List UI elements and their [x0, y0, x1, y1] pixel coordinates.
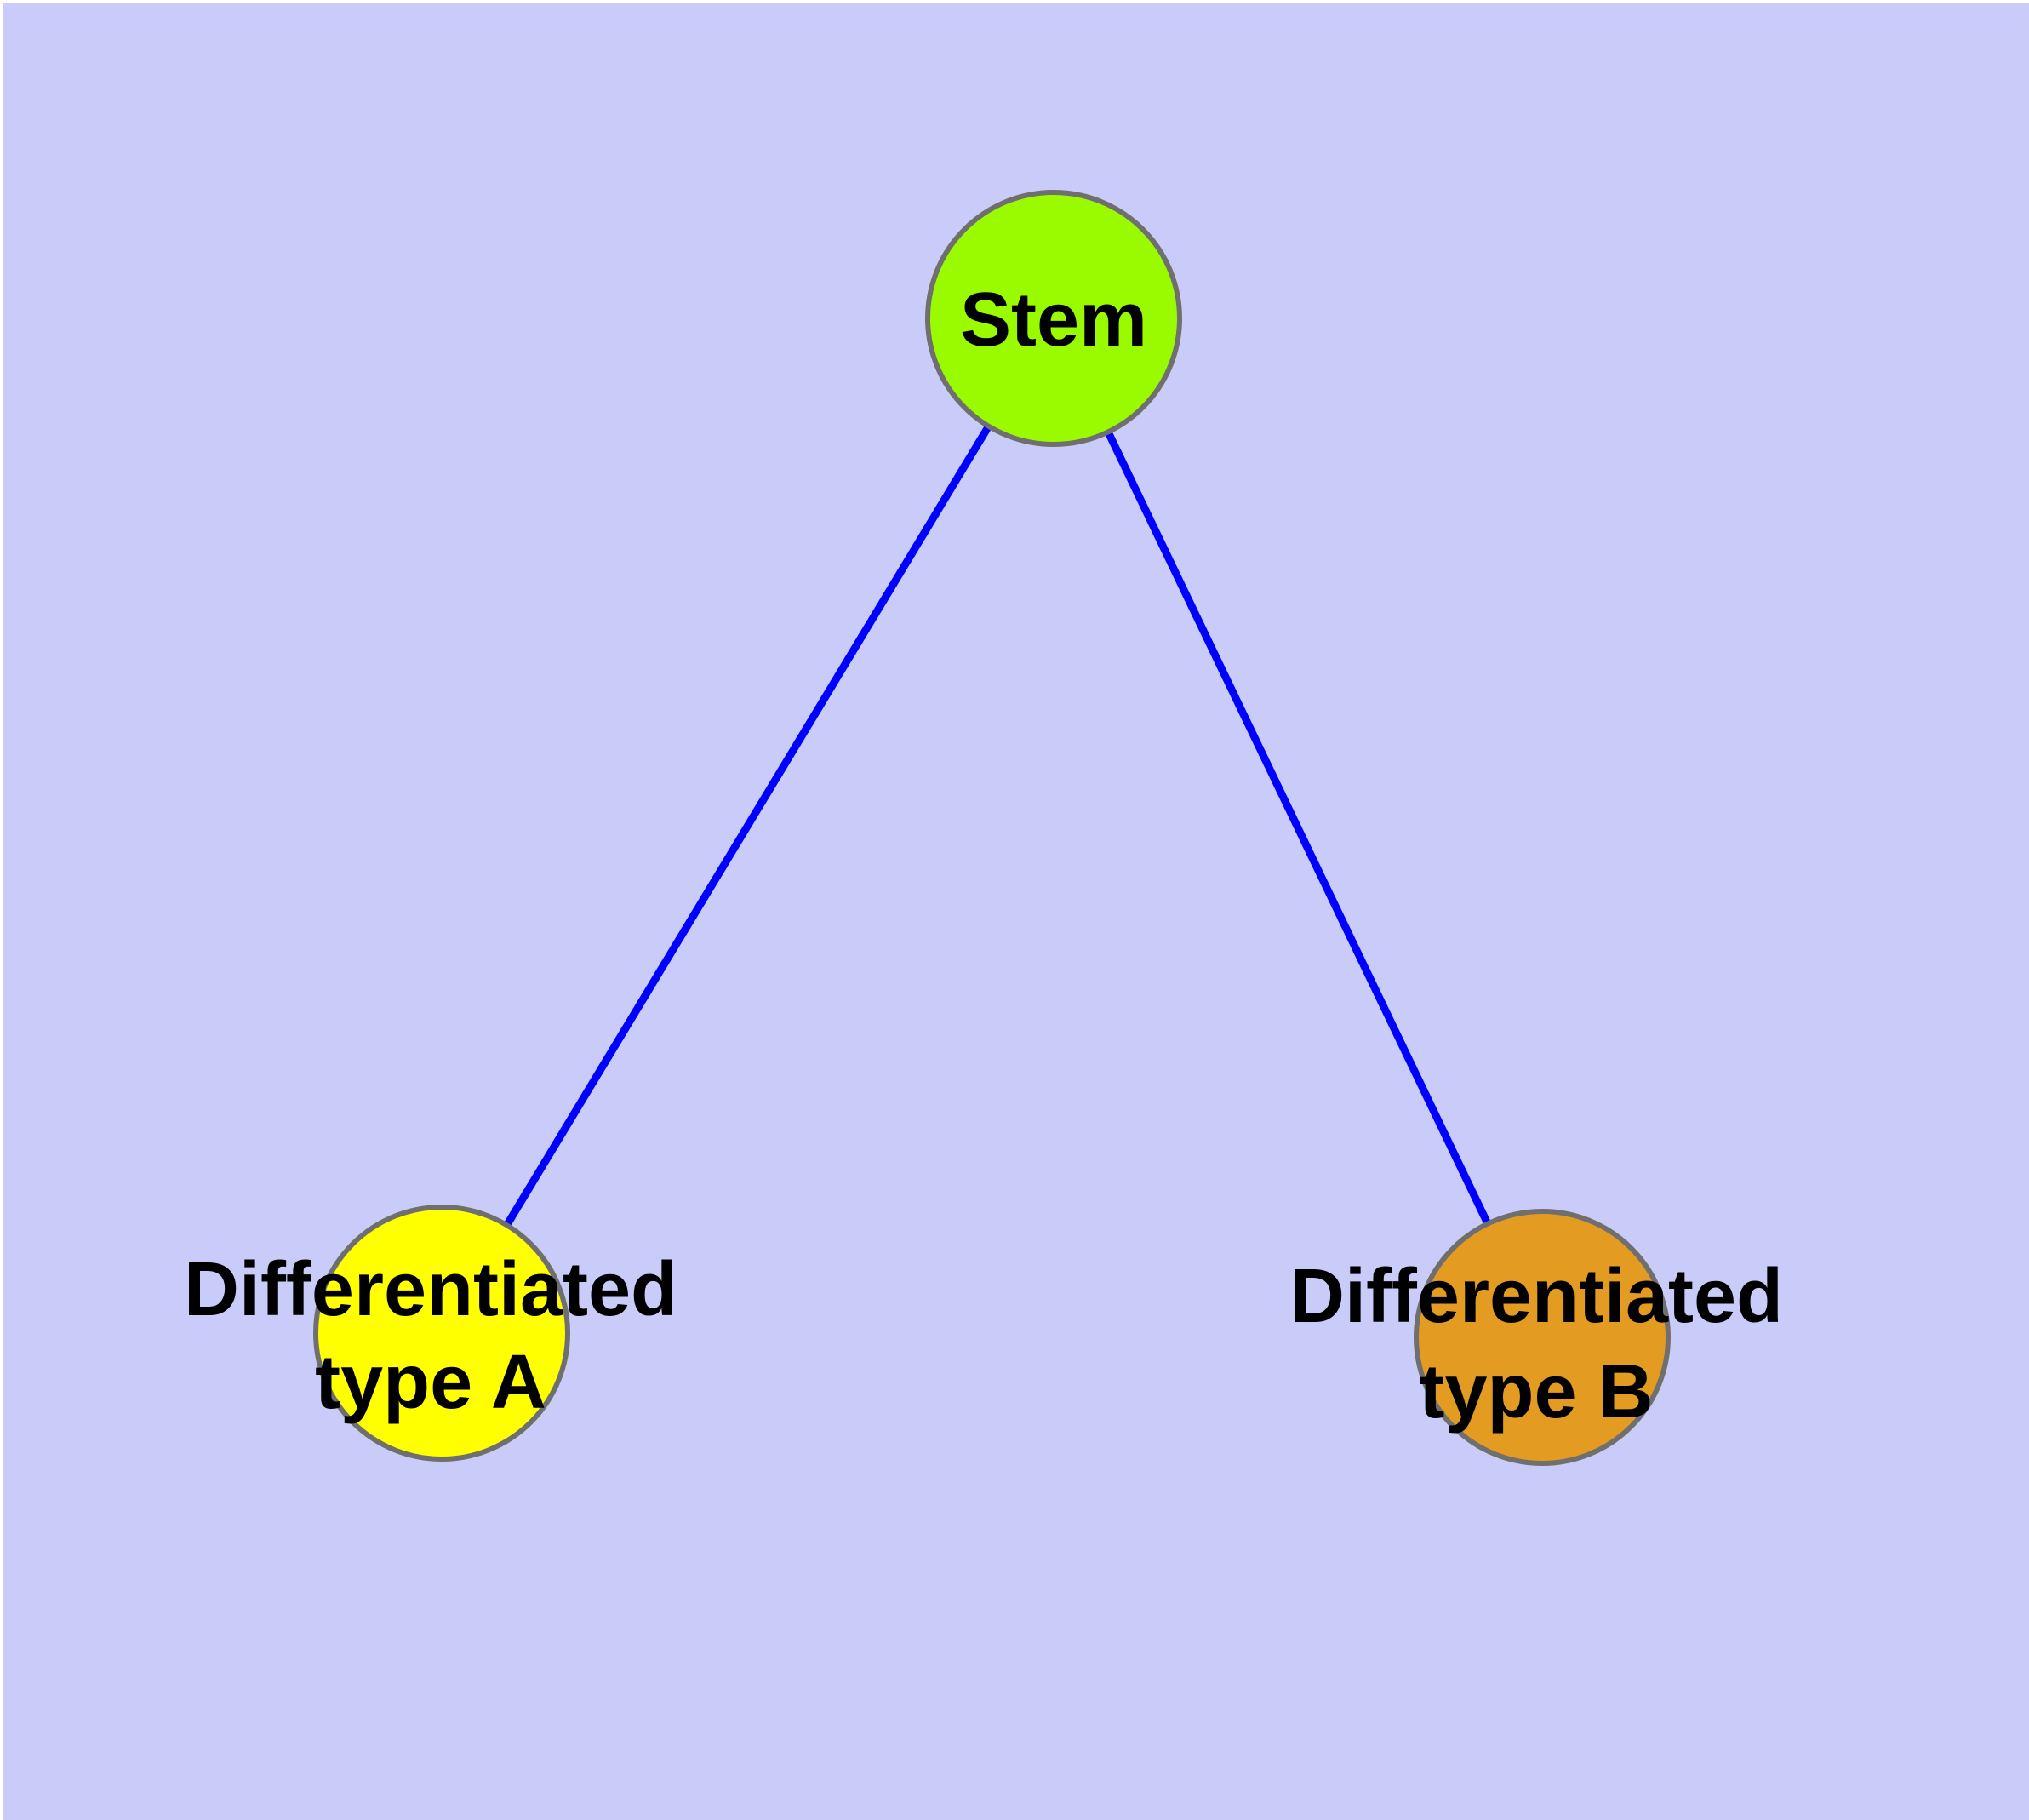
- node-differentiated-type-b-label-line2: type B: [1419, 1349, 1653, 1434]
- node-stem-circle: [925, 190, 1182, 447]
- edge-stem-to-type-b: [1049, 317, 1546, 1339]
- node-differentiated-type-a-circle: [313, 1205, 570, 1462]
- edge-layer: [438, 316, 1546, 1339]
- node-differentiated-type-b: Differentiated type B: [1289, 1209, 1783, 1466]
- node-differentiated-type-a-label-line1: Differentiated: [184, 1247, 677, 1332]
- edge-stem-to-type-a: [438, 316, 1057, 1336]
- node-differentiated-type-a-label-line2: type A: [315, 1340, 546, 1425]
- node-differentiated-type-b-label-line1: Differentiated: [1289, 1254, 1783, 1339]
- node-stem: Stem: [925, 190, 1182, 447]
- node-stem-label: Stem: [960, 278, 1147, 363]
- node-differentiated-type-b-circle: [1414, 1209, 1671, 1466]
- node-differentiated-type-a: Differentiated type A: [184, 1205, 677, 1462]
